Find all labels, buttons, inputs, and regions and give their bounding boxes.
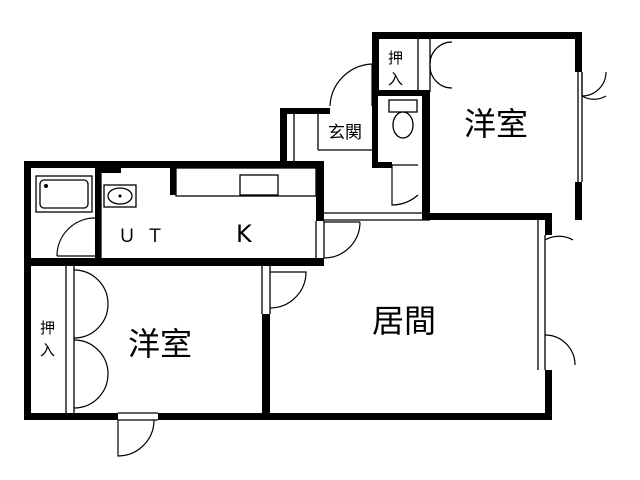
label-closet-top-2: 入 <box>388 70 403 88</box>
label-living: 居間 <box>372 302 436 340</box>
label-western-room-left: 洋室 <box>128 325 192 363</box>
label-closet-left-2: 入 <box>40 341 55 359</box>
label-unit-toilet: ＵＴ <box>118 226 174 247</box>
label-closet-top-1: 押 <box>388 49 403 67</box>
fixtures <box>35 99 418 213</box>
label-western-room-top: 洋室 <box>464 105 528 143</box>
walls <box>24 32 582 420</box>
label-entrance: 玄関 <box>328 123 362 143</box>
labels: 洋室 洋室 居間 K ＵＴ 玄関 押 入 押 入 <box>40 49 528 363</box>
door-swings <box>56 41 607 457</box>
label-kitchen: K <box>236 220 253 248</box>
label-closet-left-1: 押 <box>40 319 55 337</box>
toilet <box>388 99 418 139</box>
